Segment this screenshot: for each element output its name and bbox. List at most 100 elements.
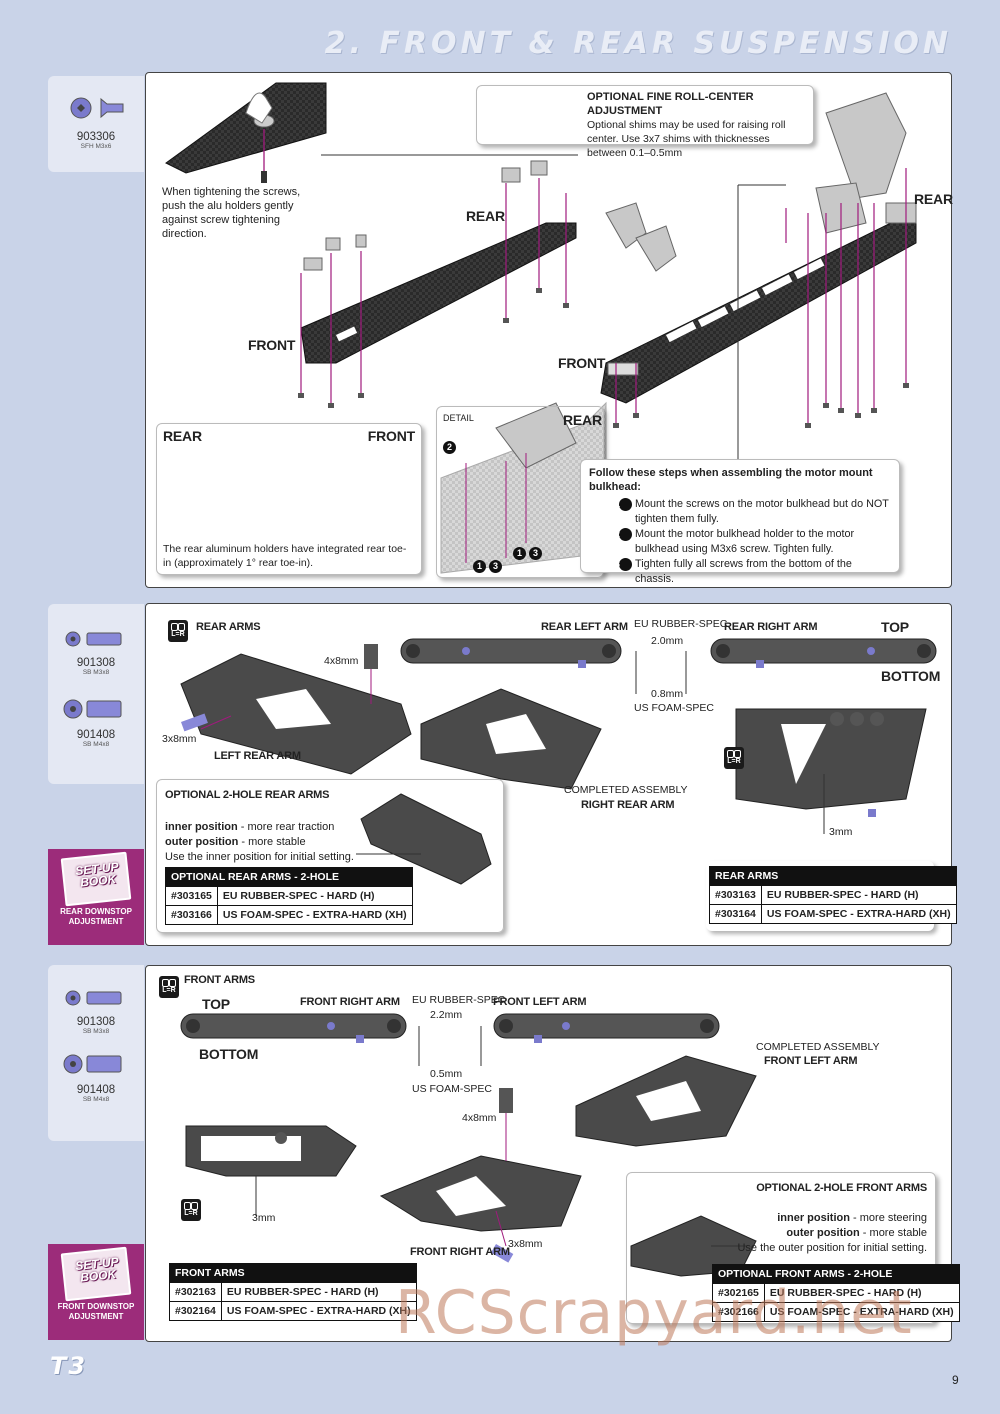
detail-mark-1: 1 <box>513 547 526 560</box>
rear-arms-heading: REAR ARMS <box>196 621 261 633</box>
part-number: 901408 <box>76 1084 116 1096</box>
bottom-label: BOTTOM <box>881 668 941 684</box>
label-front-right: FRONT <box>558 355 606 371</box>
completed-name: RIGHT REAR ARM <box>581 799 675 811</box>
roll-center-note: OPTIONAL FINE ROLL-CENTER ADJUSTMENT Opt… <box>476 85 814 159</box>
part-spec: SB M4x8 <box>82 1096 110 1103</box>
holder-tip-note: When tightening the screws, push the alu… <box>158 148 330 240</box>
bottom-label: BOTTOM <box>199 1046 259 1062</box>
watermark: RCScrapyard.net <box>395 1278 913 1348</box>
motor-mount-steps: Follow these steps when assembling the m… <box>580 459 900 585</box>
screw-3x8-label: 3x8mm <box>162 733 197 745</box>
completed-name: FRONT LEFT ARM <box>764 1055 858 1067</box>
screw-4x8-label: 4x8mm <box>462 1112 497 1124</box>
part-number: 901408 <box>76 729 116 741</box>
toe-in-text: The rear aluminum holders have integrate… <box>163 543 407 569</box>
setup-caption: REAR DOWNSTOP ADJUSTMENT <box>60 907 132 926</box>
part-number: 903306 <box>76 131 116 143</box>
part-card-903306: 903306 SFH M3x6 <box>48 76 144 172</box>
screw-3x8-label: 3x8mm <box>508 1238 543 1250</box>
table-header: OPTIONAL REAR ARMS - 2-HOLE <box>165 867 413 887</box>
screw-m3x8-icon <box>65 990 122 1006</box>
part-spec: SB M3x8 <box>82 669 110 676</box>
top-label: TOP <box>881 619 909 635</box>
detail-mark-3: 3 <box>529 547 542 560</box>
toe-front-label: FRONT <box>367 428 415 444</box>
front-right-arm-label: FRONT RIGHT ARM <box>300 996 400 1008</box>
label-front-left: FRONT <box>248 337 296 353</box>
detail-mark-2: 2 <box>443 441 456 454</box>
detail-mark-1b: 1 <box>473 560 486 573</box>
toe-in-note: REAR FRONT The rear aluminum holders hav… <box>156 423 422 575</box>
us-spec-value: 0.5mm <box>430 1068 463 1080</box>
screw-m4x8-icon <box>63 699 122 719</box>
rear-right-arm-label: REAR RIGHT ARM <box>724 621 818 633</box>
lr-badge-2: L=R <box>181 1199 201 1221</box>
part-spec: SB M4x8 <box>82 741 110 748</box>
position-notes: inner position - more steering outer pos… <box>737 1212 927 1254</box>
setup-book-rear[interactable]: SET-UP BOOK REAR DOWNSTOP ADJUSTMENT <box>48 849 144 945</box>
roll-center-text: Optional shims may be used for raising r… <box>587 119 786 159</box>
rear-left-arm-label: REAR LEFT ARM <box>541 621 628 633</box>
rear-arms-panel: L=R REAR ARMS REAR LEFT ARM REAR RIGHT A… <box>145 603 957 946</box>
footer-logo: T3 <box>50 1352 88 1380</box>
part-card-front-arms: 901308 SB M3x8 901408 SB M4x8 <box>48 965 144 1141</box>
eu-spec-label: EU RUBBER-SPEC <box>634 618 728 630</box>
lr-badge: L=R <box>168 620 188 642</box>
toe-rear-label: REAR <box>163 428 202 444</box>
setup-caption: FRONT DOWNSTOP ADJUSTMENT <box>57 1302 135 1321</box>
detail-rear-label: REAR <box>563 412 602 428</box>
table-header: FRONT ARMS <box>169 1263 417 1283</box>
optional-front-arms-note: OPTIONAL 2-HOLE FRONT ARMS inner positio… <box>626 1172 936 1324</box>
optional-title: OPTIONAL 2-HOLE FRONT ARMS <box>756 1182 927 1194</box>
roll-center-title: OPTIONAL FINE ROLL-CENTER ADJUSTMENT <box>587 91 754 117</box>
part-spec: SB M3x8 <box>82 1028 110 1035</box>
front-arms-panel: L=R FRONT ARMS TOP BOTTOM FRONT RIGHT AR… <box>145 965 960 1342</box>
table-header: REAR ARMS <box>709 866 957 886</box>
lr-badge: L=R <box>159 976 179 998</box>
downstop-label: 3mm <box>829 826 853 838</box>
chassis-holders-panel: When tightening the screws, push the alu… <box>145 72 953 588</box>
setup-book-front[interactable]: SET-UP BOOK FRONT DOWNSTOP ADJUSTMENT <box>48 1244 144 1340</box>
table-header: OPTIONAL FRONT ARMS - 2-HOLE <box>712 1264 960 1284</box>
page-number: 9 <box>952 1373 959 1387</box>
part-number: 901308 <box>76 657 116 669</box>
front-arms-heading: FRONT ARMS <box>184 974 255 986</box>
front-arms-illustration <box>180 1013 757 1277</box>
top-label: TOP <box>202 996 230 1012</box>
label-rear-right: REAR <box>914 191 953 207</box>
downstop-label: 3mm <box>252 1212 276 1224</box>
screw-m4x8-icon <box>63 1054 122 1074</box>
eu-spec-label: EU RUBBER-SPEC <box>412 994 506 1006</box>
motor-steps-title: Follow these steps when assembling the m… <box>589 467 873 493</box>
lr-badge-2: L=R <box>724 747 744 769</box>
flat-head-screw-icon <box>70 97 124 119</box>
eu-spec-value: 2.2mm <box>430 1009 463 1021</box>
part-number: 901308 <box>76 1016 116 1028</box>
left-rear-arm-label: LEFT REAR ARM <box>214 750 301 762</box>
setup-book-icon: SET-UP BOOK <box>60 1246 132 1302</box>
eu-spec-value: 2.0mm <box>651 635 684 647</box>
holder-tip-text: When tightening the screws, push the alu… <box>162 186 301 240</box>
position-notes: inner position - more rear traction oute… <box>165 821 354 863</box>
us-spec-label: US FOAM-SPEC <box>412 1083 492 1095</box>
us-spec-value: 0.8mm <box>651 688 684 700</box>
detail-box: DETAIL REAR 2 1 3 1 3 <box>436 406 604 578</box>
part-card-rear-arms: 901308 SB M3x8 901408 SB M4x8 <box>48 604 144 784</box>
screw-m3x8-icon <box>65 631 122 647</box>
